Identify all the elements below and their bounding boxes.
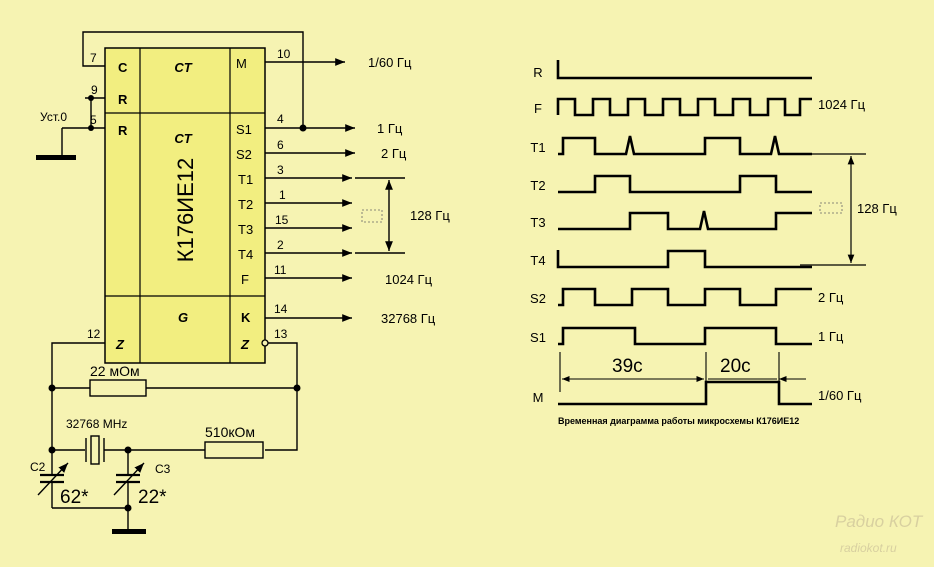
timing-caption: Временная диаграмма работы микросхемы К1… [558,416,799,426]
pin-num-12: 12 [87,327,101,341]
junction-osc3 [293,384,301,392]
waveform-t2 [558,174,812,194]
resistor2-value: 510кОм [205,424,255,440]
junction-osc5 [124,504,132,512]
pin-label-k: K [241,310,251,325]
signal-label-t2: T2 [530,178,545,193]
watermark-url: radiokot.ru [840,541,897,555]
pin-num-4: 4 [277,112,284,126]
junction-s1 [299,124,307,132]
output-freq-s2: 2 Гц [381,146,407,161]
bracket-gap [361,209,383,223]
pin-num-13: 13 [274,327,288,341]
pin-num-9: 9 [91,83,98,97]
signal-freq-f: 1024 Гц [818,97,866,112]
pin-num-14: 14 [274,302,288,316]
ct-label-main: CT [174,131,192,146]
junction-osc2 [48,446,56,454]
pin-num-11: 11 [274,263,287,277]
pin-num-15: 15 [275,213,289,227]
resistor-22mohm [89,379,147,397]
pin-label-t2: T2 [238,197,253,212]
c2-value: 62* [60,487,89,508]
chip-k176ie12: CT CT G К176ИЕ12 C R R Z M S1 S2 T1 T2 T… [104,47,266,364]
output-freq-m: 1/60 Гц [368,55,412,70]
output-freq-s1: 1 Гц [377,121,403,136]
chip-name: К176ИЕ12 [173,158,198,262]
timing-freq-t: 128 Гц [857,201,897,216]
watermark-logo: Радио КОТ [835,512,924,531]
waveform-t4 [556,249,812,269]
chip-body [104,47,266,364]
ground-symbol-bottom [112,529,146,534]
right-wiring [265,58,405,451]
pin-label-s1: S1 [236,122,252,137]
ground-symbol-top [36,155,76,160]
c3-value: 22* [138,487,167,508]
resistor-510kohm [204,441,264,459]
pin-label-m: M [236,56,247,71]
output-freq-k: 32768 Гц [381,311,436,326]
pin-num-3: 3 [277,163,284,177]
waveform-r [556,60,812,80]
pin-label-t3: T3 [238,222,253,237]
pin-num-7: 7 [90,51,97,65]
inverted-output [261,339,269,347]
reset-label: Уст.0 [40,110,67,124]
pin-num-6: 6 [277,138,284,152]
signal-label-s1: S1 [530,330,546,345]
waveform-s2 [558,287,812,307]
pin-label-r1: R [118,92,128,107]
watermark: Радио КОТ radiokot.ru [835,512,924,555]
pin-label-z-out: Z [240,337,250,352]
pin-label-t1: T1 [238,172,253,187]
crystal-value: 32768 MHz [66,417,127,431]
c2-name: C2 [30,460,46,474]
signal-label-f: F [534,101,542,116]
pin-label-z-in: Z [115,337,125,352]
pin-label-c: C [118,60,128,75]
output-freq-f: 1024 Гц [385,272,433,287]
junction-osc1 [48,384,56,392]
signal-freq-m: 1/60 Гц [818,388,862,403]
signal-label-t1: T1 [530,140,545,155]
c3-name: C3 [155,462,171,476]
signal-label-r: R [533,65,542,80]
output-freq-t: 128 Гц [410,208,450,223]
ct-label-top: CT [174,60,192,75]
pin-label-s2: S2 [236,147,252,162]
waveform-t3 [558,210,812,231]
waveform-f [556,97,812,117]
g-label: G [178,310,188,325]
junction-osc4 [124,446,132,454]
interval-20s: 20с [720,356,751,377]
oscillator-circuit [37,379,297,530]
pin-label-t4: T4 [238,247,253,262]
crystal [90,435,100,465]
signal-freq-s2: 2 Гц [818,290,844,305]
pin-label-r2: R [118,123,128,138]
signal-label-m: M [533,390,544,405]
waveform-t1 [558,135,812,156]
pin-label-f: F [241,272,249,287]
pin-num-10: 10 [277,47,291,61]
signal-label-t4: T4 [530,253,545,268]
waveform-m [558,380,812,406]
pin-num-2: 2 [277,238,284,252]
pin-num-1: 1 [279,188,286,202]
resistor1-value: 22 мОм [90,363,140,379]
signal-label-t3: T3 [530,215,545,230]
signal-freq-s1: 1 Гц [818,329,844,344]
pin-num-5: 5 [90,113,97,127]
signal-label-s2: S2 [530,291,546,306]
waveform-s1 [558,326,812,346]
interval-39s: 39с [612,356,643,377]
